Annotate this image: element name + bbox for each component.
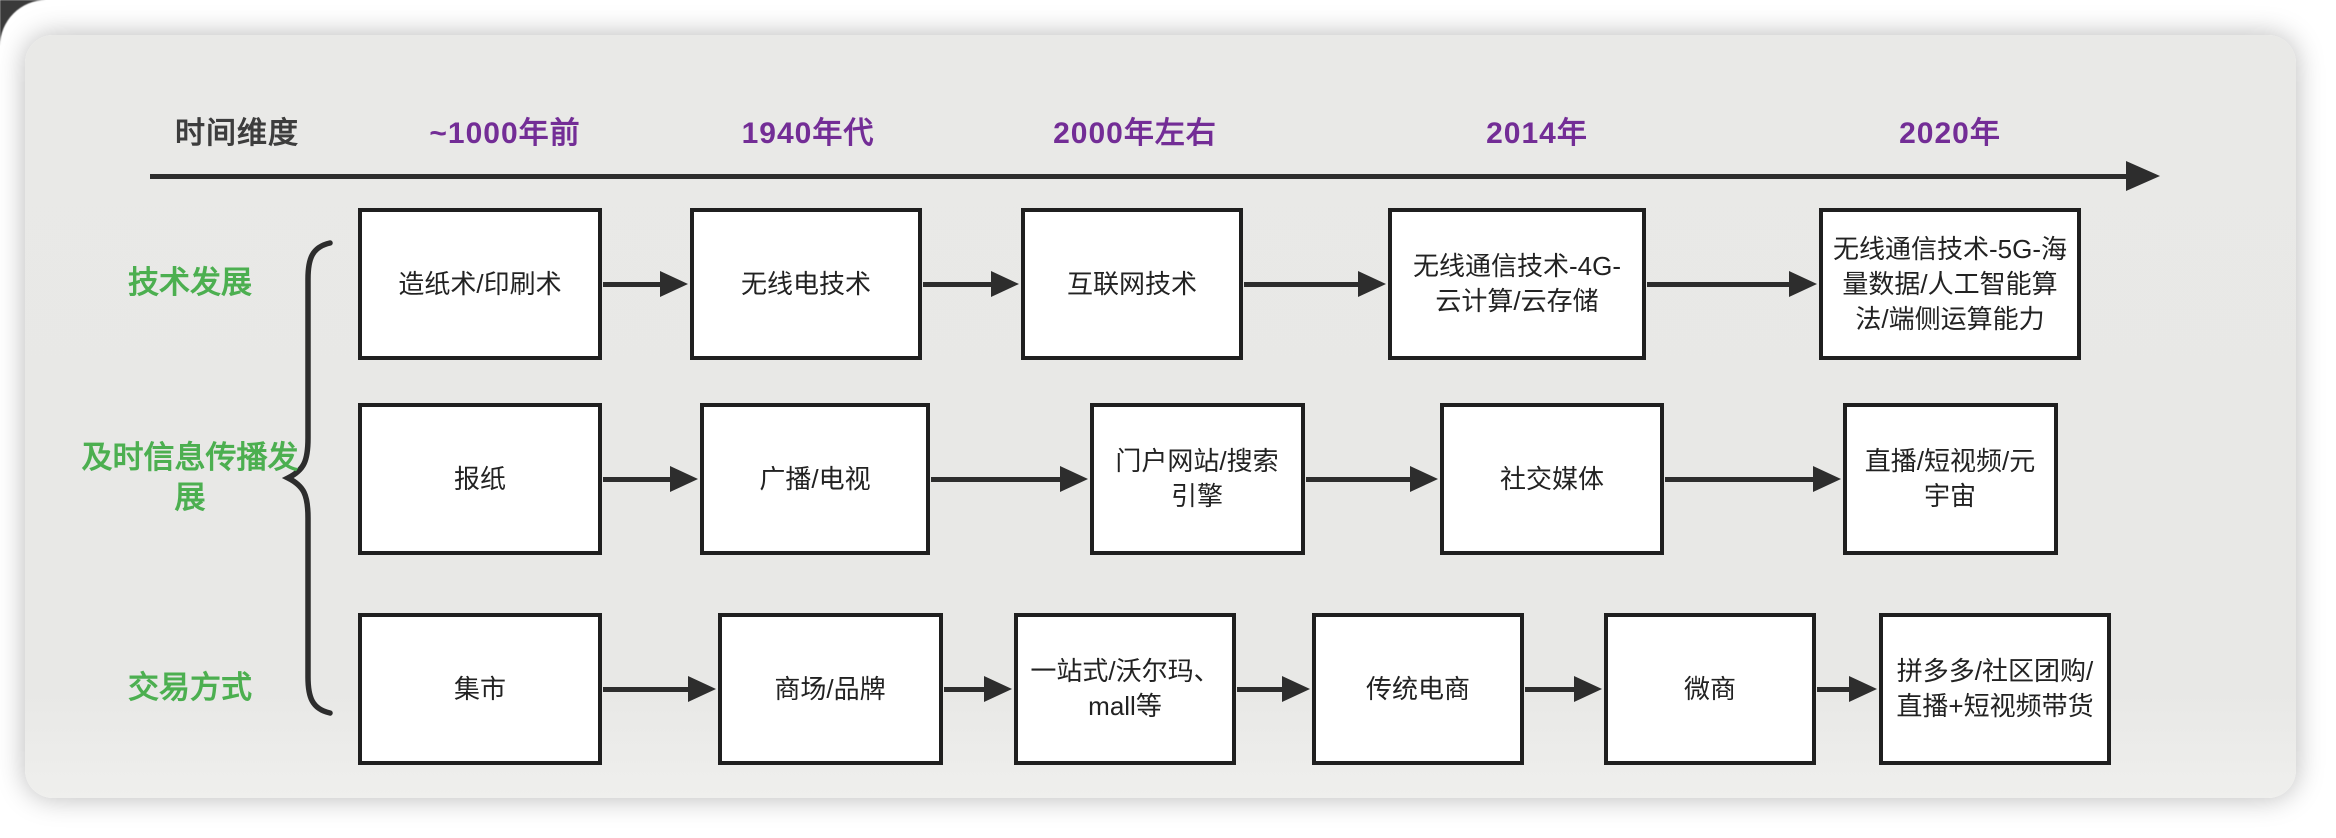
flow-box: 拼多多/社区团购/直播+短视频带货 (1879, 613, 2111, 765)
flow-box: 微商 (1604, 613, 1816, 765)
arrowhead-icon (670, 466, 698, 492)
flow-box: 一站式/沃尔玛、mall等 (1014, 613, 1236, 765)
flow-box: 互联网技术 (1021, 208, 1243, 360)
flow-arrow (943, 676, 1012, 702)
period-label: 2014年 (1486, 117, 1588, 150)
flow-box: 集市 (358, 613, 602, 765)
arrowhead-icon (1282, 676, 1310, 702)
flow-arrow (1817, 676, 1877, 702)
period-label: ~1000年前 (429, 117, 581, 150)
arrowhead-icon (1574, 676, 1602, 702)
flow-box: 直播/短视频/元宇宙 (1842, 403, 2058, 555)
flow-arrow (1305, 466, 1438, 492)
time-axis-label: 时间维度 (175, 117, 299, 150)
arrowhead-icon (1059, 466, 1088, 492)
flow-box: 传统电商 (1312, 613, 1524, 765)
flow-arrow (931, 466, 1088, 492)
flow-arrow (1237, 676, 1310, 702)
flow-arrow (1525, 676, 1602, 702)
flow-box: 报纸 (358, 403, 602, 555)
flow-arrow (603, 271, 688, 297)
flow-box: 商场/品牌 (717, 613, 943, 765)
flow-arrow (603, 466, 698, 492)
window-corner-artifact (0, 0, 46, 46)
flow-box: 无线电技术 (690, 208, 922, 360)
period-label: 2000年左右 (1053, 117, 1217, 150)
arrowhead-icon (1410, 466, 1438, 492)
arrowhead-icon (1849, 676, 1877, 702)
flow-box: 无线通信技术-5G-海量数据/人工智能算法/端侧运算能力 (1819, 208, 2081, 360)
row-label: 交易方式 (128, 670, 252, 705)
arrowhead-icon (1358, 271, 1386, 297)
flow-box: 门户网站/搜索引擎 (1089, 403, 1305, 555)
flow-arrow (603, 676, 716, 702)
arrowhead-icon (1789, 271, 1817, 297)
flow-box: 社交媒体 (1440, 403, 1664, 555)
flow-box: 造纸术/印刷术 (358, 208, 602, 360)
flow-box: 广播/电视 (700, 403, 930, 555)
timeline-arrowhead-icon (2126, 161, 2160, 191)
flow-arrow (923, 271, 1019, 297)
row-label: 及时信息传播发展 (81, 440, 299, 515)
arrowhead-icon (984, 676, 1012, 702)
row-label: 技术发展 (128, 265, 252, 300)
flow-arrow (1244, 271, 1386, 297)
flow-box: 无线通信技术-4G-云计算/云存储 (1388, 208, 1646, 360)
period-label: 2020年 (1899, 117, 2001, 150)
curly-brace (281, 240, 333, 716)
timeline-arrow (150, 161, 2160, 191)
period-label: 1940年代 (741, 117, 875, 150)
flow-arrow (1647, 271, 1817, 297)
arrowhead-icon (1812, 466, 1841, 492)
arrowhead-icon (991, 271, 1019, 297)
arrowhead-icon (687, 676, 716, 702)
arrowhead-icon (660, 271, 688, 297)
flow-arrow (1665, 466, 1841, 492)
